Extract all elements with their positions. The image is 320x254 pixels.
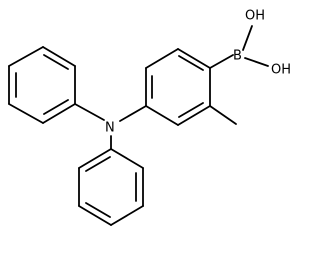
phenyl-ring-lower: [78, 148, 144, 226]
hydroxyl-label: OH: [271, 63, 291, 78]
c-b-bond: [209, 54, 234, 69]
central-benzene-ring: [145, 48, 211, 126]
ring-bond: [78, 148, 112, 169]
ring-double-bond: [43, 99, 69, 115]
boronic-acid-group: B OH OH: [209, 9, 291, 78]
amine-group: N: [74, 103, 147, 150]
n-phenyl-bond: [74, 103, 105, 121]
ring-double-bond: [43, 54, 69, 70]
ring-bond: [110, 205, 144, 226]
ring-bond: [110, 148, 144, 169]
ring-double-bond: [85, 156, 111, 172]
ring-bond: [42, 46, 76, 67]
boron-label: B: [233, 49, 242, 64]
ring-bond: [8, 103, 44, 124]
methyl-bond: [209, 105, 237, 125]
ring-bond: [145, 48, 179, 69]
ring-double-bond: [178, 102, 204, 118]
nitrogen-label: N: [105, 121, 115, 136]
ring-double-bond: [178, 55, 204, 71]
ring-double-bond: [85, 202, 111, 218]
ring-bond: [177, 105, 211, 126]
ring-bond: [42, 103, 76, 124]
ring-bond: [177, 48, 211, 69]
phenyl-ring-upper: [8, 46, 76, 124]
ring-bond: [145, 105, 179, 126]
c-n-bond: [119, 105, 147, 122]
ring-bond: [78, 205, 112, 226]
chemical-structure: B OH OH N: [8, 9, 291, 226]
ring-bond: [8, 46, 44, 67]
hydroxyl-label: OH: [245, 9, 265, 24]
b-oh-bond: [242, 25, 253, 51]
b-oh-bond: [244, 57, 269, 67]
